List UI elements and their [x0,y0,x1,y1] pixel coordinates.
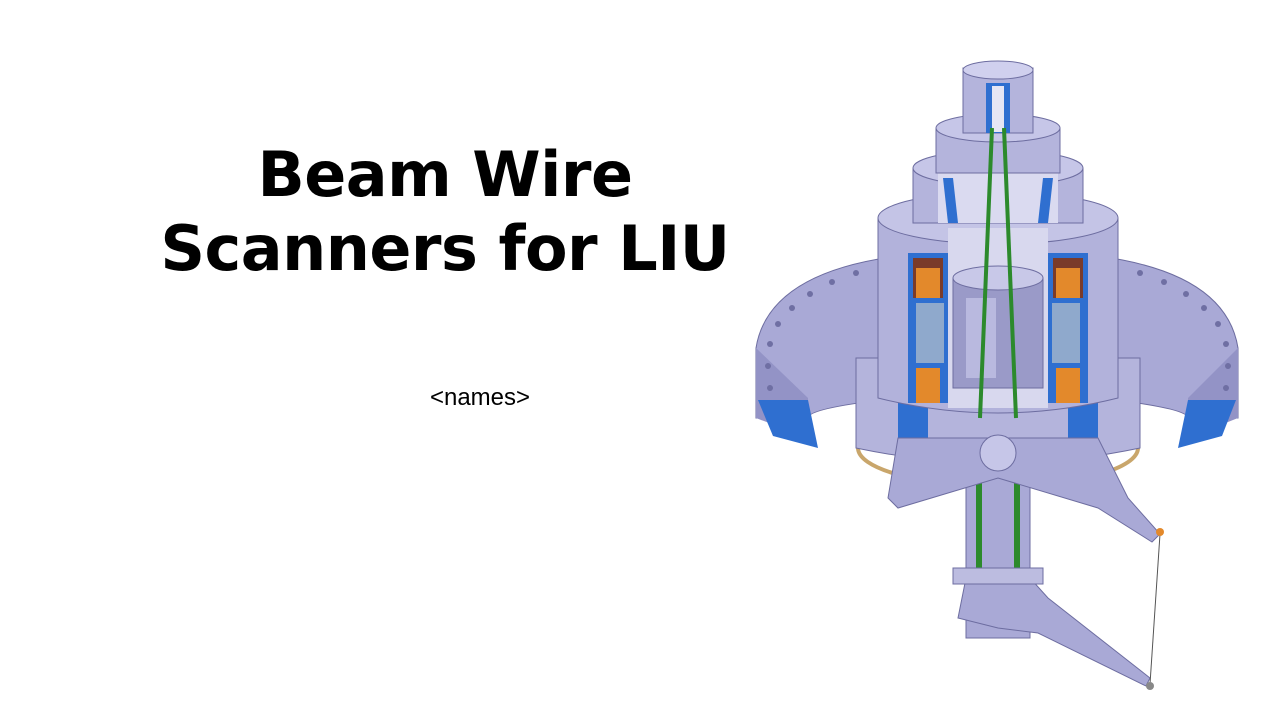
flange [755,255,1239,448]
slide-title: Beam Wire Scanners for LIU [120,138,770,286]
title-line-1: Beam Wire [257,138,633,211]
upper-fork [887,434,1161,543]
lower-fork [952,567,1151,687]
top-cap [962,60,1034,134]
slide-subtitle: <names> [429,384,531,411]
title-line-2: Scanners for LIU [160,212,730,285]
scan-wire [1146,528,1164,690]
housing-main [877,191,1119,414]
wire-scanner-image [755,60,1239,690]
